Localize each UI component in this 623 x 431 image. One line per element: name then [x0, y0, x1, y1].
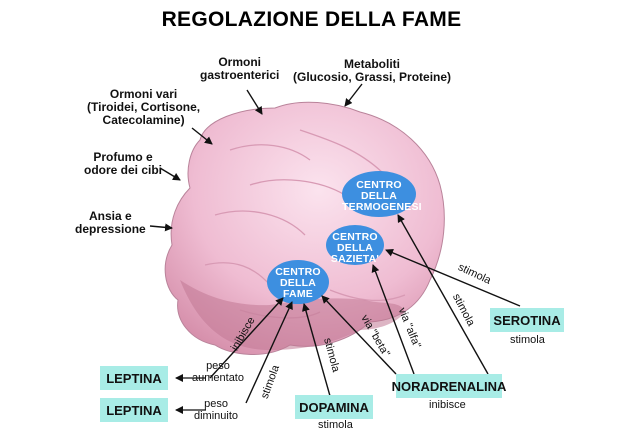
label-ansia: Ansia e depressione [75, 209, 146, 236]
arrow-ormoni-vari [191, 127, 213, 145]
arrow-profumo [159, 167, 181, 181]
arrow-metaboliti [344, 83, 363, 107]
arrow-ansia [149, 223, 173, 232]
arrow-ormoni-gastro [246, 89, 263, 115]
label-serotina-stimola: stimola [510, 334, 545, 346]
label-peso-diminuito: peso diminuito [194, 398, 239, 422]
line-serotina [385, 249, 521, 307]
center-termogenesi-ellipse [342, 171, 416, 217]
box-noradrenalina: NORADRENALINA [392, 374, 506, 398]
line-leptina-inibisce [209, 297, 284, 379]
line-nor-beta [321, 295, 397, 375]
label-peso-aumentato: peso aumentato [192, 360, 244, 384]
box-serotina: SEROTINA [490, 308, 564, 332]
center-termogenesi-label: CENTRO DELLA TERMOGENESI [342, 179, 422, 213]
line-leptina-stimola [245, 301, 293, 404]
line-nor-alfa [371, 264, 415, 375]
center-fame-ellipse [267, 260, 329, 304]
label-profumo: Profumo e odore dei cibi [84, 150, 163, 177]
line-dopamina [302, 303, 331, 397]
box-dopamina: DOPAMINA [295, 395, 373, 419]
label-ormoni-gastro: Ormoni gastroenterici [200, 55, 280, 82]
brain-illustration [164, 101, 445, 355]
center-sazieta-ellipse [326, 225, 384, 265]
label-ormoni-vari: Ormoni vari (Tiroidei, Cortisone, Cateco… [87, 87, 201, 127]
label-nor-inibisce: inibisce [429, 399, 466, 411]
label-dopamina-stimola: stimola [318, 419, 353, 431]
label-metaboliti: Metaboliti (Glucosio, Grassi, Proteine) [293, 57, 452, 84]
center-fame-label: CENTRO DELLA FAME [275, 266, 321, 300]
line-nor-termo [397, 214, 489, 375]
box-leptina-2: LEPTINA [100, 398, 168, 422]
box-leptina-1: LEPTINA [100, 366, 168, 390]
center-sazieta-label: CENTRO DELLA SAZIETA' [330, 231, 380, 265]
diagram-title: REGOLAZIONE DELLA FAME [161, 8, 462, 31]
